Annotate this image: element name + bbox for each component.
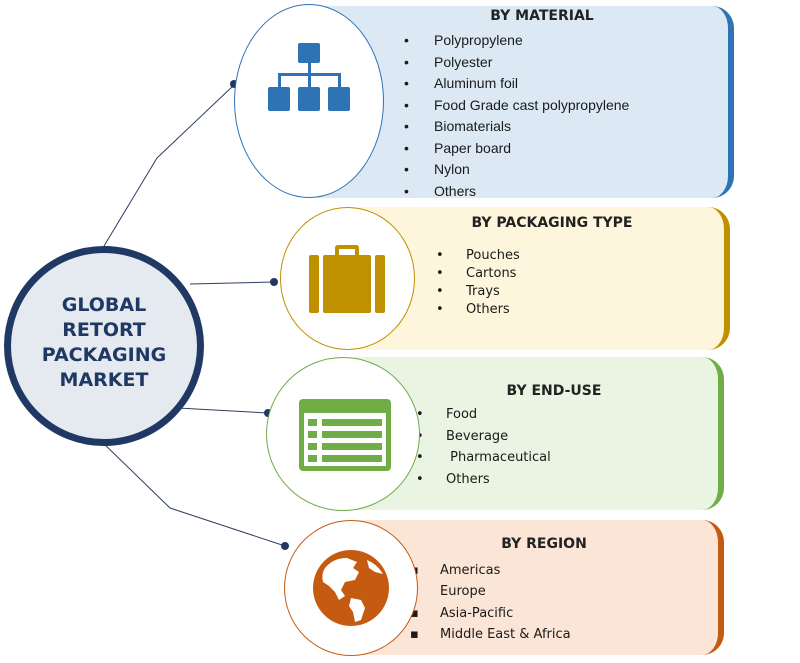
list-item: •Others xyxy=(404,182,477,199)
segment-title-packaging: BY PACKAGING TYPE xyxy=(471,215,633,231)
list-item: ▪Europe xyxy=(410,584,486,600)
list-item: ▪Asia-Pacific xyxy=(410,605,514,621)
segment-icon-circle-enduse xyxy=(266,357,420,511)
connector-region xyxy=(99,439,286,547)
hierarchy-icon xyxy=(268,43,350,111)
connector-material xyxy=(103,84,235,247)
list-item: ▪Americas xyxy=(410,563,501,578)
list-item: •Trays xyxy=(436,284,500,299)
list-item: •Food Grade cast polypropylene xyxy=(404,96,630,113)
list-item: •Polypropylene xyxy=(404,32,523,48)
connector-packaging xyxy=(189,281,275,285)
list-item: •Polyester xyxy=(404,53,493,70)
market-hub-circle: GLOBAL RETORT PACKAGING MARKET xyxy=(4,246,204,446)
list-item: •Pouches xyxy=(436,248,520,263)
list-window-icon xyxy=(299,399,391,471)
segment-list-enduse: •Food •Beverage • Pharmaceutical •Others xyxy=(416,404,551,490)
list-item: • Pharmaceutical xyxy=(416,450,551,465)
market-title: GLOBAL RETORT PACKAGING MARKET xyxy=(41,294,167,391)
list-item: •Paper board xyxy=(404,139,512,156)
list-item: •Food xyxy=(416,407,478,422)
list-item: •Others xyxy=(416,471,490,487)
list-item: •Nylon xyxy=(404,161,470,177)
segment-icon-circle-packaging xyxy=(280,207,415,350)
list-item: •Beverage xyxy=(416,428,509,444)
segment-title-material: BY MATERIAL xyxy=(490,8,594,24)
segment-list-packaging: •Pouches •Cartons •Trays •Others xyxy=(436,247,520,319)
list-item: ▪Middle East & Africa xyxy=(410,626,571,642)
segment-icon-circle-region xyxy=(284,520,418,656)
list-item: •Biomaterials xyxy=(404,118,512,134)
connector-dot-region xyxy=(281,542,289,550)
segment-list-material: •Polypropylene •Polyester •Aluminum foil… xyxy=(404,30,629,202)
globe-icon xyxy=(313,550,389,626)
connector-dot-packaging xyxy=(270,278,278,286)
segment-title-region: BY REGION xyxy=(501,536,587,552)
segment-title-enduse: BY END-USE xyxy=(506,383,602,399)
segment-icon-circle-material xyxy=(234,4,384,198)
connector-enduse xyxy=(177,407,269,414)
list-item: •Cartons xyxy=(436,266,517,281)
suitcase-icon xyxy=(309,245,385,313)
list-item: •Others xyxy=(436,302,510,317)
segment-list-region: ▪Americas ▪Europe ▪Asia-Pacific ▪Middle … xyxy=(410,560,571,645)
list-item: •Aluminum foil xyxy=(404,75,519,91)
